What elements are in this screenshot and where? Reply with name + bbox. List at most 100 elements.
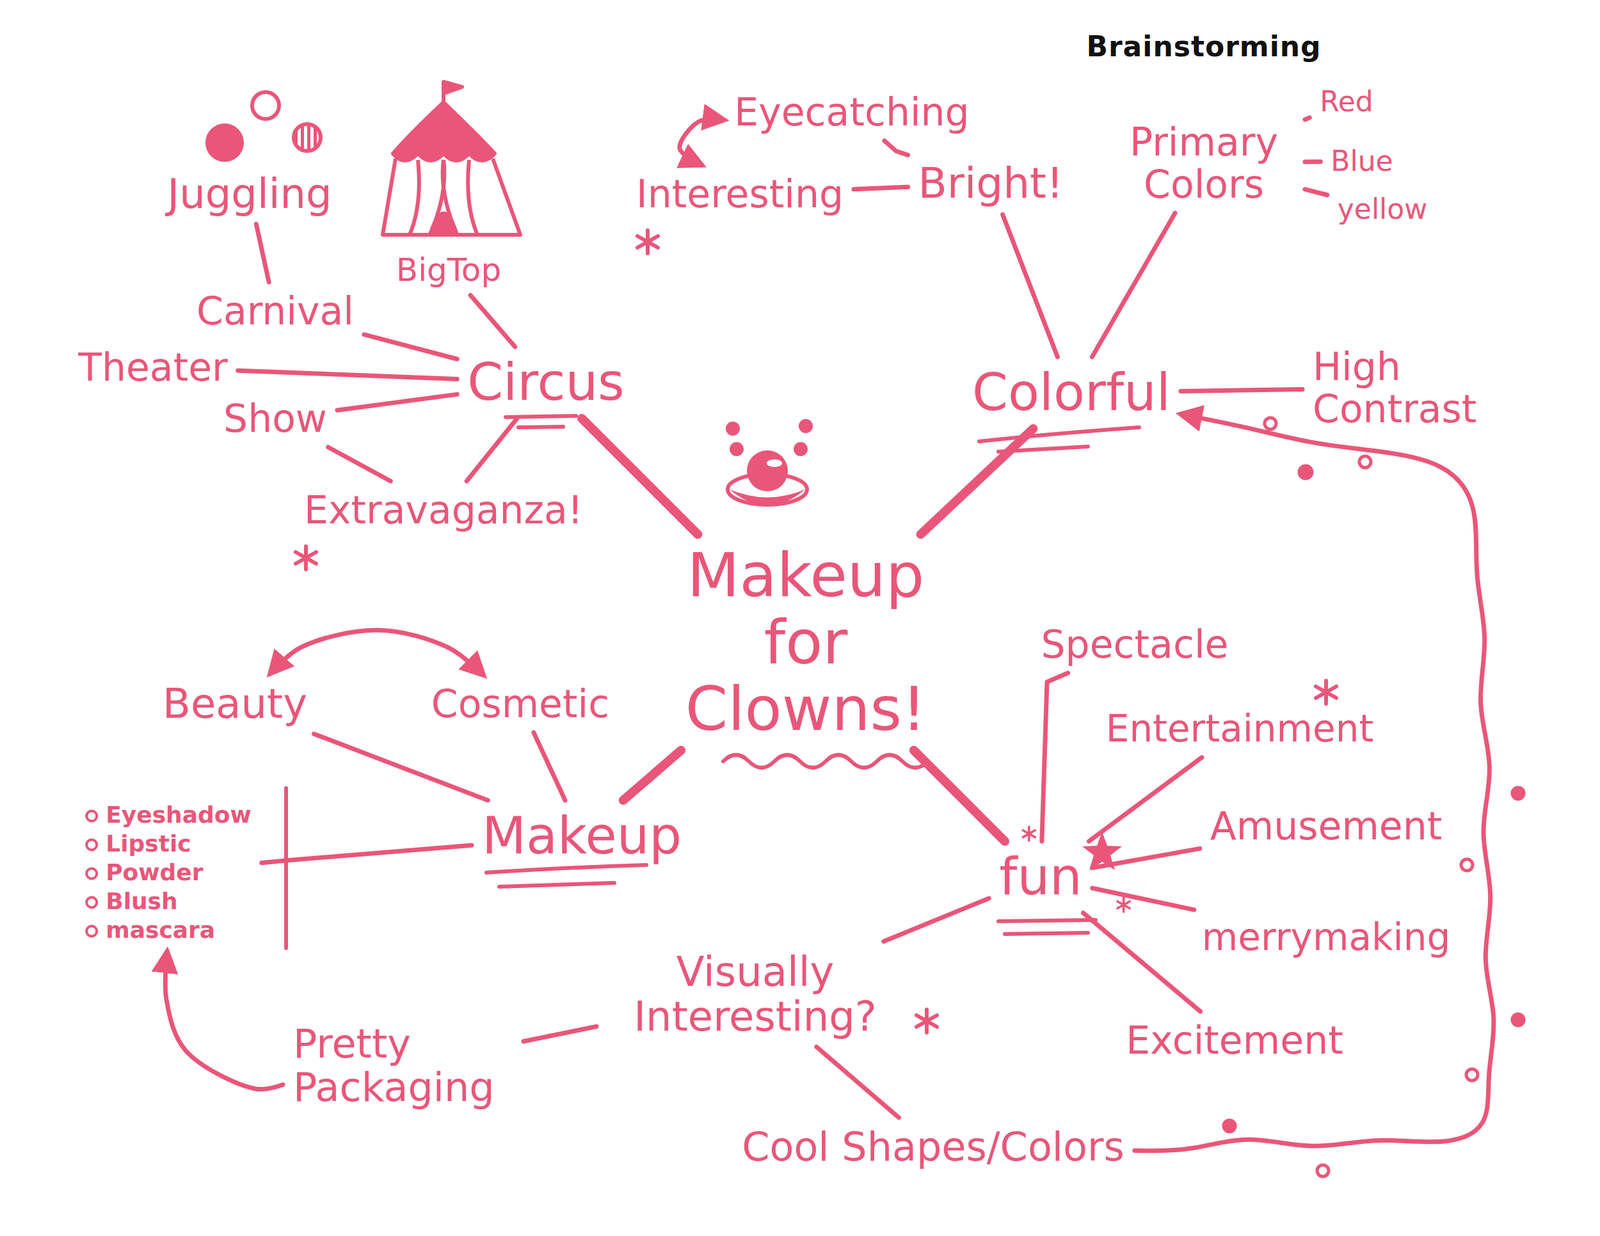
idea-text: Colorful <box>972 364 1171 422</box>
idea-word: Amusement <box>1205 802 1448 850</box>
connector-line <box>1083 913 1201 1012</box>
idea-text: Blush <box>85 887 252 916</box>
idea-text: Cool Shapes/Colors <box>741 1125 1125 1170</box>
connector-line <box>816 1047 900 1119</box>
idea-word: Juggling <box>161 168 337 219</box>
connector-line <box>1088 757 1202 842</box>
idea-text: Entertainment <box>1105 709 1375 751</box>
connector-line <box>581 418 698 535</box>
connector-line <box>238 370 457 379</box>
idea-word: Colorful <box>967 362 1176 424</box>
idea-text: Primary Colors <box>1112 120 1295 206</box>
connector-line <box>1180 389 1303 392</box>
connector-line <box>1092 888 1195 911</box>
connector-line <box>261 845 472 864</box>
idea-text: Makeup <box>481 808 682 865</box>
idea-word: Red <box>1314 83 1379 120</box>
connector-line <box>256 224 269 283</box>
connector-line <box>314 734 489 801</box>
idea-word: Interesting <box>631 170 849 218</box>
idea-text: High Contrast <box>1312 345 1514 431</box>
connector-line <box>337 394 457 411</box>
connector-line <box>470 295 516 348</box>
idea-text: Excitement <box>1125 1019 1343 1062</box>
connector-line <box>1304 117 1310 120</box>
connector-line <box>853 186 909 189</box>
idea-text: Show <box>223 397 328 440</box>
connector-line <box>679 119 724 166</box>
connector-line <box>623 750 681 801</box>
idea-word: Excitement <box>1120 1016 1348 1065</box>
connector-line <box>913 750 1005 842</box>
idea-word: Cosmetic <box>426 680 615 728</box>
idea-word: Show <box>218 394 333 443</box>
idea-word: fun <box>993 846 1088 909</box>
idea-text: merrymaking <box>1201 917 1451 959</box>
idea-text: Juggling <box>167 171 332 217</box>
juggling-balls <box>205 92 321 162</box>
idea-word: Visually Interesting? <box>601 947 909 1043</box>
idea-word: Entertainment <box>1100 706 1380 753</box>
connector-line <box>523 1027 597 1042</box>
idea-text: Amusement <box>1210 805 1443 848</box>
connector-line <box>328 447 391 482</box>
idea-word: Circus <box>462 352 630 414</box>
idea-text: Interesting <box>636 172 844 216</box>
connector-line <box>884 140 909 155</box>
idea-word: Carnival <box>191 287 360 335</box>
idea-text: Blue <box>1330 145 1393 177</box>
idea-word: Bright! <box>913 158 1069 210</box>
idea-text: Circus <box>467 354 625 411</box>
idea-word: BigTop <box>391 250 507 291</box>
idea-word: Spectacle <box>1036 620 1234 669</box>
underline-strokes <box>286 416 1140 949</box>
connector-line <box>1041 673 1069 842</box>
idea-text: Theater <box>78 346 228 389</box>
connector-line <box>533 732 566 801</box>
connector-line <box>1304 159 1321 164</box>
idea-word: Theater <box>72 343 233 392</box>
idea-word: Blue <box>1325 143 1398 180</box>
idea-text: Makeup for Clowns! <box>650 542 961 744</box>
circus-tent <box>382 81 521 235</box>
idea-text: Extravaganza! <box>304 488 584 532</box>
connector-line <box>466 418 518 482</box>
wave-dots <box>1223 417 1524 1177</box>
idea-text: Cosmetic <box>431 682 610 726</box>
item-list: EyeshadowLipsticPowderBlushmascara <box>80 798 257 948</box>
idea-word: Cool Shapes/Colors <box>736 1123 1130 1172</box>
clown-face <box>725 419 813 506</box>
idea-word: Beauty <box>157 679 313 729</box>
idea-text: Bright! <box>918 160 1064 208</box>
connector-line <box>883 898 989 942</box>
idea-word: Pretty Packaging <box>288 1020 519 1113</box>
idea-text: yellow <box>1337 193 1428 225</box>
idea-word: merrymaking <box>1196 915 1456 962</box>
idea-word: yellow <box>1332 191 1433 228</box>
connector-line <box>165 952 283 1090</box>
connector-line <box>1092 848 1200 868</box>
idea-word: Primary Colors <box>1107 118 1300 208</box>
idea-text: Beauty <box>162 681 308 727</box>
idea-text: Visually Interesting? <box>606 949 904 1040</box>
connector-line <box>364 334 457 360</box>
connector-line <box>920 428 1034 535</box>
idea-text: Pretty Packaging <box>293 1022 514 1110</box>
idea-text: mascara <box>85 915 252 945</box>
page-title: Brainstorming <box>1086 30 1321 63</box>
connector-line <box>1002 214 1058 358</box>
idea-text: Eyecatching <box>734 90 969 134</box>
asterisk-marks <box>295 230 1337 1033</box>
connector-line <box>1091 213 1176 358</box>
idea-word: Makeup for Clowns! <box>645 539 966 746</box>
idea-text: BigTop <box>396 252 502 288</box>
idea-text: Lipstic <box>85 829 252 859</box>
idea-word: Makeup <box>476 805 687 868</box>
idea-word: Extravaganza! <box>298 486 589 534</box>
connector-line <box>1304 189 1328 196</box>
idea-text: Spectacle <box>1041 623 1229 666</box>
idea-text: fun <box>999 849 1083 906</box>
idea-word: Eyecatching <box>728 88 975 136</box>
idea-text: Powder <box>85 858 252 888</box>
